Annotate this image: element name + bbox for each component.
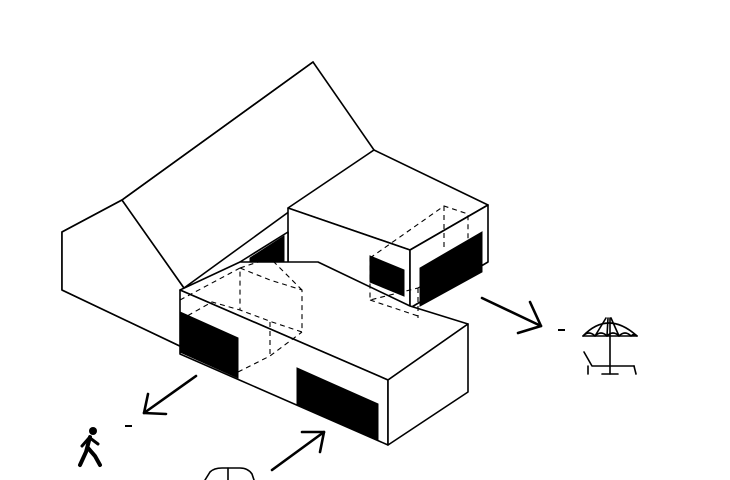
car-icon (204, 467, 255, 480)
roof-ridge (121, 61, 314, 201)
gabled-house (61, 61, 375, 349)
opening-front-right (296, 367, 379, 441)
hidden-volume-center (179, 257, 303, 373)
beach-umbrella-lounger-icon (582, 317, 638, 375)
hidden-volume-wing (369, 205, 469, 318)
pedestrian-icon (78, 427, 102, 467)
opening-wing-front (369, 255, 405, 297)
arrow-to-terrace (480, 296, 543, 335)
arrow-to-pedestrian (142, 374, 198, 416)
opening-wing-end (419, 231, 483, 307)
arrow-from-car (270, 430, 326, 472)
front-block-end-wall (387, 323, 469, 446)
opening-front-left (179, 311, 239, 379)
